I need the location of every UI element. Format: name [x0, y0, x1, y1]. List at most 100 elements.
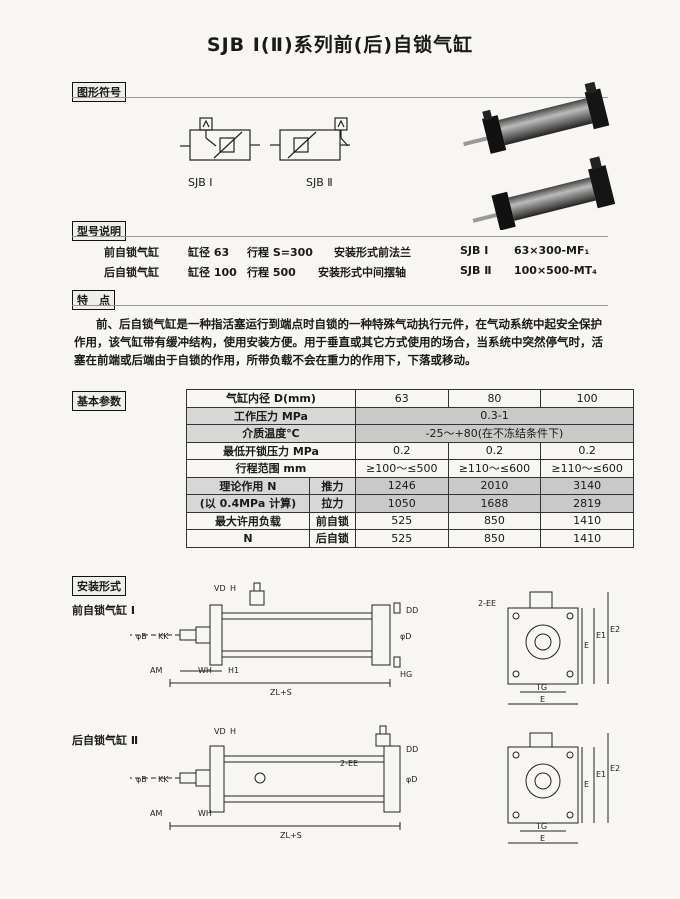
label-load-unit: N [186, 529, 310, 548]
row-unlock: 最低开锁压力 MPa 0.2 0.2 0.2 [186, 441, 634, 460]
section-divider [72, 305, 608, 306]
temp-value: -25～+80(在不冻结条件下) [354, 424, 635, 443]
dim-h: H [230, 584, 236, 593]
label-load: 最大许用负载 [186, 511, 310, 530]
push-value: 1246 [354, 476, 449, 495]
push-value: 2010 [447, 476, 542, 495]
dim-kk: KK [158, 775, 169, 784]
dim-vd: VD [214, 727, 226, 736]
label-force-note: (以 0.4MPa 计算) [186, 494, 310, 513]
bore-value: 80 [447, 389, 542, 408]
dim-e-vertical: E [584, 641, 589, 650]
section-divider [72, 236, 608, 237]
pull-value: 1050 [354, 494, 449, 513]
section-divider [72, 97, 608, 98]
row-temp: 介质温度℃ -25～+80(在不冻结条件下) [186, 424, 635, 443]
dim-2-ee: 2-EE [478, 599, 496, 608]
section-tag-params: 基本参数 [72, 391, 126, 411]
drawing-title-rear: 后自锁气缸 Ⅱ [72, 734, 139, 747]
front-load-value: 850 [447, 511, 542, 530]
dim-e: E [540, 695, 545, 704]
label-pressure: 工作压力 MPa [186, 406, 356, 425]
dim-2-ee: 2-EE [340, 759, 358, 768]
dim-am: AM [150, 666, 162, 675]
section-tag-features: 特 点 [72, 290, 115, 310]
rear-load-value: 1410 [540, 529, 634, 548]
dim-h: H [230, 727, 236, 736]
model-stroke: 行程 S=300 [247, 246, 313, 259]
label-push: 推力 [308, 476, 356, 495]
model-bore: 缸径 100 [188, 266, 237, 279]
model-name: 后自锁气缸 [104, 266, 159, 279]
model-code: 63×300-MF₁ [514, 244, 590, 257]
row-push: 理论作用 N 推力 1246 2010 3140 [186, 476, 634, 495]
symbol-label-sjb1: SJB Ⅰ [188, 176, 213, 189]
dim-dd: DD [406, 606, 418, 615]
pull-value: 2819 [540, 494, 634, 513]
label-bore: 气缸内径 D(mm) [186, 389, 356, 408]
rear-cylinder-drawing: VD H DD 2-EE AM WH ZL+S φB KK φD [130, 725, 418, 840]
bore-value: 100 [540, 389, 634, 408]
product-photos [463, 81, 616, 230]
dim-e2: E2 [610, 764, 620, 773]
dim-wh: WH [198, 666, 212, 675]
dim-hg: HG [400, 670, 412, 679]
bore-value: 63 [354, 389, 449, 408]
label-rear-lock: 后自锁 [308, 529, 356, 548]
dim-phi-b: φB [136, 775, 147, 784]
params-table: 气缸内径 D(mm) 63 80 100 工作压力 MPa 0.3-1 介质温度… [186, 389, 635, 548]
pressure-value: 0.3-1 [354, 406, 635, 425]
dim-e-vertical: E [584, 780, 589, 789]
row-load-front: 最大许用负载 前自锁 525 850 1410 [186, 511, 634, 530]
dim-e1: E1 [596, 770, 606, 779]
features-paragraph: 前、后自锁气缸是一种指活塞运行到端点时自锁的一种特殊气动执行元件，在气动系统中起… [74, 317, 603, 367]
pull-value: 1688 [447, 494, 542, 513]
model-mount: 安装形式中间摆轴 [318, 266, 406, 279]
label-pull: 拉力 [308, 494, 356, 513]
dim-wh: WH [198, 809, 212, 818]
dim-dd: DD [406, 745, 418, 754]
label-temp: 介质温度℃ [186, 424, 356, 443]
label-front-lock: 前自锁 [308, 511, 356, 530]
model-series: SJB Ⅰ [460, 244, 489, 257]
dim-am: AM [150, 809, 162, 818]
symbol-diagrams [180, 117, 350, 161]
dim-phi-b: φB [136, 632, 147, 641]
stroke-value: ≥100～≤500 [354, 459, 449, 478]
dim-h1: H1 [228, 666, 239, 675]
rear-load-value: 525 [354, 529, 449, 548]
row-pressure: 工作压力 MPa 0.3-1 [186, 406, 635, 425]
unlock-value: 0.2 [447, 441, 542, 460]
dim-phi-d: φD [400, 632, 411, 641]
dim-zl: ZL+S [270, 688, 292, 697]
dim-zl: ZL+S [280, 831, 302, 840]
page-title: SJB Ⅰ(Ⅱ)系列前(后)自锁气缸 [206, 34, 474, 56]
row-load-rear: N 后自锁 525 850 1410 [186, 529, 634, 548]
drawing-title-front: 前自锁气缸 Ⅰ [72, 604, 135, 617]
symbol-label-sjb2: SJB Ⅱ [306, 176, 333, 189]
cylinder-photo-rear-lock [472, 156, 616, 230]
dim-vd: VD [214, 584, 226, 593]
model-code: 100×500-MT₄ [514, 264, 597, 277]
dim-kk: KK [158, 632, 169, 641]
row-stroke: 行程范围 mm ≥100～≤500 ≥110～≤600 ≥110～≤600 [186, 459, 634, 478]
front-load-value: 1410 [540, 511, 634, 530]
label-stroke: 行程范围 mm [186, 459, 356, 478]
cylinder-photo-front-lock [463, 81, 610, 154]
row-pull: (以 0.4MPa 计算) 拉力 1050 1688 2819 [186, 494, 634, 513]
dim-e1: E1 [596, 631, 606, 640]
model-bore: 缸径 63 [188, 246, 230, 259]
label-unlock: 最低开锁压力 MPa [186, 441, 356, 460]
label-force: 理论作用 N [186, 476, 310, 495]
section-tag-symbol: 图形符号 [72, 82, 126, 102]
front-load-value: 525 [354, 511, 449, 530]
dim-e: E [540, 834, 545, 843]
model-mount: 安装形式前法兰 [334, 246, 411, 259]
model-series: SJB Ⅱ [460, 264, 492, 277]
push-value: 3140 [540, 476, 634, 495]
unlock-value: 0.2 [540, 441, 634, 460]
dim-tg: TG [535, 822, 547, 831]
model-stroke: 行程 500 [247, 266, 296, 279]
stroke-value: ≥110～≤600 [447, 459, 542, 478]
dim-tg: TG [535, 683, 547, 692]
